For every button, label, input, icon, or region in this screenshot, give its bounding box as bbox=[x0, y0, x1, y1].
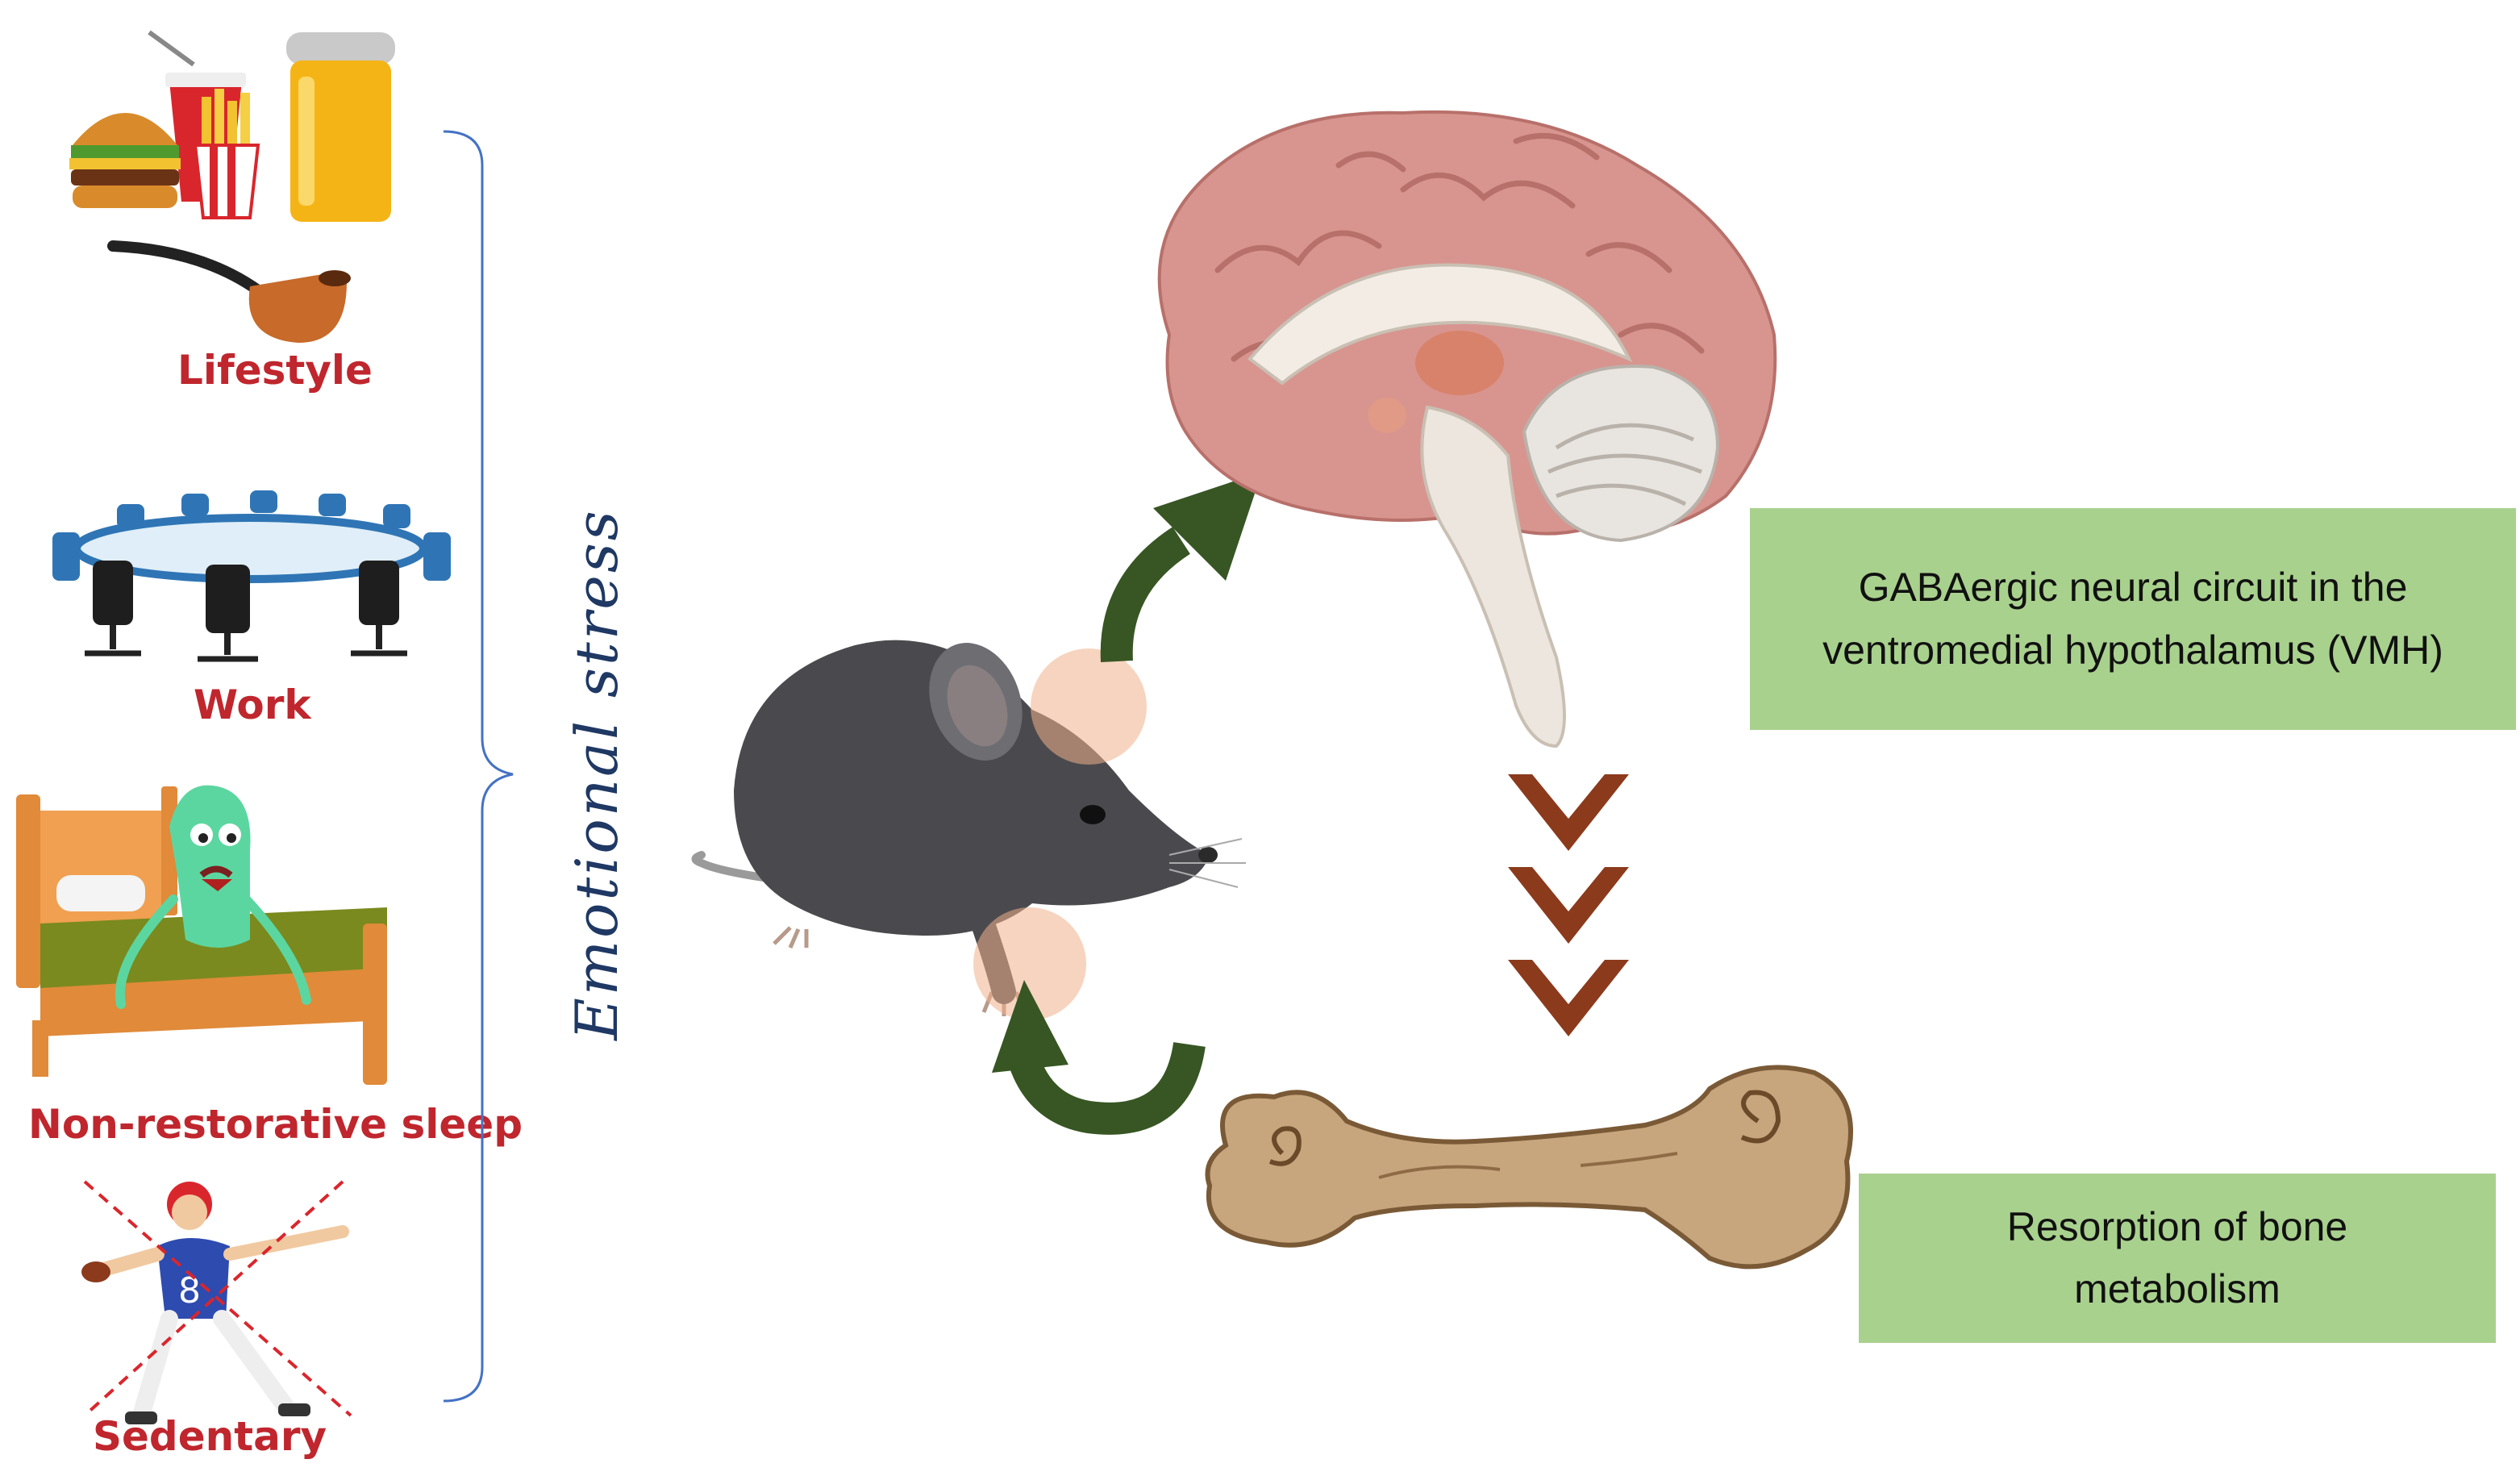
grouping-bracket bbox=[443, 130, 514, 1403]
athlete-icon: 8 bbox=[81, 1182, 349, 1424]
factor-label-sleep: Non-restorative sleep bbox=[28, 1101, 523, 1148]
svg-text:8: 8 bbox=[178, 1270, 201, 1311]
emotional-stress-label: Emotional stress bbox=[563, 508, 631, 1040]
burger-icon bbox=[69, 113, 181, 208]
vmh-circuit-box: GABAergic neural circuit in the ventrome… bbox=[1750, 508, 2516, 730]
lifestyle-illustration bbox=[69, 30, 395, 343]
bone-box-line-2: metabolism bbox=[2074, 1266, 2280, 1311]
arrow-to-mouse bbox=[992, 980, 1206, 1135]
brain-icon bbox=[1157, 110, 1777, 748]
cross-out-icon bbox=[83, 1180, 352, 1417]
factor-label-lifestyle: Lifestyle bbox=[177, 347, 373, 394]
arrow-to-brain bbox=[1100, 472, 1262, 663]
limb-highlight bbox=[973, 907, 1086, 1020]
pipe-icon bbox=[107, 240, 351, 343]
bone-box-line-1: Resorption of bone bbox=[2006, 1203, 2348, 1249]
juice-jar-icon bbox=[286, 32, 395, 222]
head-highlight bbox=[1031, 648, 1147, 765]
bone-illustration bbox=[1205, 1065, 1853, 1270]
brain-illustration bbox=[1157, 110, 1777, 748]
bone-resorption-box: Resorption of bone metabolism bbox=[1859, 1174, 2496, 1343]
factor-label-sedentary: Sedentary bbox=[93, 1413, 327, 1460]
factor-label-work: Work bbox=[194, 682, 311, 728]
bone-icon bbox=[1205, 1065, 1853, 1270]
conference-table-icon bbox=[52, 490, 451, 662]
fries-icon bbox=[193, 89, 260, 219]
sedentary-illustration: 8 bbox=[81, 1180, 352, 1424]
mouse-illustration bbox=[691, 640, 1246, 1020]
chevron-down-icon bbox=[1508, 774, 1629, 1036]
vmh-box-line-1: GABAergic neural circuit in the bbox=[1858, 565, 2408, 610]
sleep-illustration bbox=[16, 785, 387, 1085]
vmh-box-line-2: ventromedial hypothalamus (VMH) bbox=[1822, 627, 2443, 673]
tired-character-icon bbox=[115, 785, 311, 1009]
work-illustration bbox=[52, 490, 451, 662]
